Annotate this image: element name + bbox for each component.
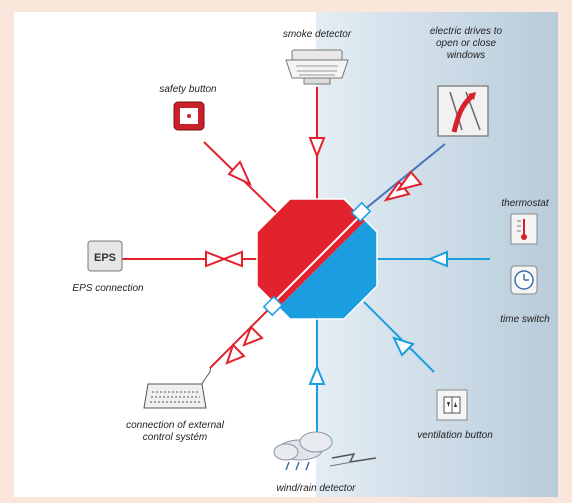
- electric-drives-label: electric drives to open or close windows: [429, 26, 503, 61]
- eps-arrow-2: [221, 250, 243, 268]
- time-switch-label: time switch: [500, 314, 550, 325]
- drive-arrow-2: [395, 170, 423, 192]
- smoke-detector-label: smoke detector: [282, 29, 352, 40]
- arrows: [205, 137, 448, 385]
- window-drive-icon: [437, 85, 489, 137]
- keyboard-line: [209, 308, 270, 369]
- wind-rain-detector-label: wind/rain detector: [276, 483, 356, 494]
- weather-arrow: [308, 364, 326, 385]
- keyboard-arrow-2: [242, 325, 264, 347]
- bottom-left-tab: [262, 295, 284, 317]
- drive-line: [358, 143, 446, 215]
- eps-icon-text: EPS: [94, 252, 116, 264]
- smoke-detector-icon: [285, 49, 349, 85]
- storm-cloud-icon: [273, 431, 377, 471]
- diagram-panel: EPS: [14, 12, 558, 497]
- thermostat-arrow: [427, 250, 448, 268]
- eps-icon: EPS: [87, 240, 123, 272]
- smoke-arrow: [308, 137, 326, 159]
- safety-button-icon: [173, 101, 205, 131]
- thermostat-icon: [510, 213, 538, 245]
- eps-connection-label: EPS connection: [72, 283, 144, 294]
- thermostat-label: thermostat: [501, 198, 549, 209]
- ventilation-button-icon: [436, 389, 468, 421]
- safety-arrow: [227, 160, 253, 187]
- alarm-half: [257, 199, 377, 319]
- keyboard-icon: [143, 367, 211, 409]
- external-control-label: connection of external control systém: [126, 420, 224, 443]
- ventilation-button-label: ventilation button: [417, 430, 493, 441]
- safety-button-label: safety button: [159, 84, 217, 95]
- top-right-tab: [350, 201, 372, 223]
- clock-icon: [510, 265, 538, 295]
- ventilation-arrow: [392, 336, 415, 357]
- ventilation-line: [363, 301, 435, 373]
- control-diagram: EPS: [87, 49, 538, 471]
- eps-arrow-1: [205, 250, 227, 268]
- keyboard-arrow-1: [225, 343, 246, 365]
